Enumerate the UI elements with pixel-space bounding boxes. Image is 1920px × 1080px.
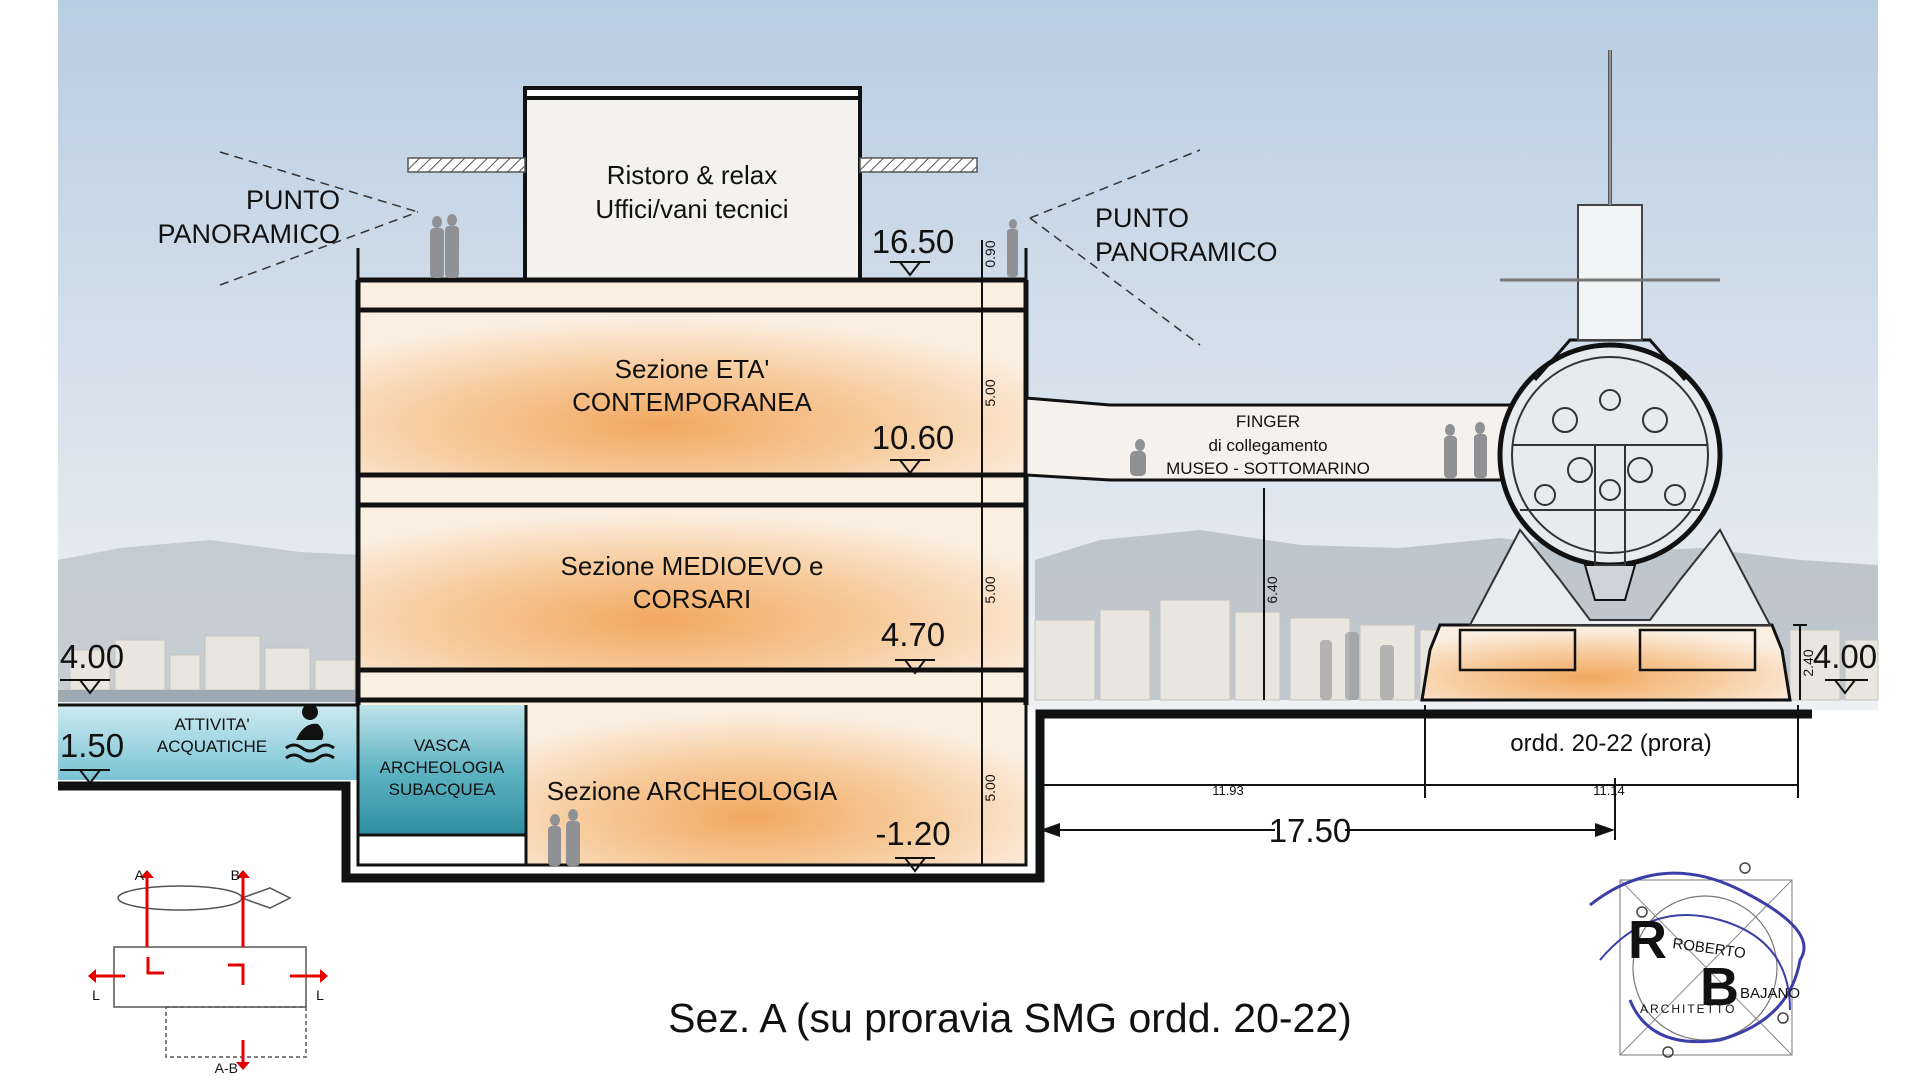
finger-label-1: FINGER [1236, 412, 1300, 431]
keyplan-marker-l-right: L [316, 987, 324, 1003]
dim-11-93: 11.93 [1212, 783, 1244, 798]
section-archeologia-label: Sezione ARCHEOLOGIA [547, 776, 838, 806]
water-level: 1.50 [60, 727, 124, 764]
logo-profession: ARCHITETTO [1640, 1002, 1736, 1016]
tank-label-2: ARCHEOLOGIA [380, 758, 505, 777]
viewpoint-right-label-2: PANORAMICO [1095, 237, 1278, 267]
underwater-tank [358, 705, 526, 835]
submarine-frames-label: ordd. 20-22 (prora) [1510, 730, 1711, 757]
drawing-title: Sez. A (su proravia SMG ordd. 20-22) [668, 995, 1352, 1041]
floor-fill-archeologia [526, 705, 1026, 865]
water-activity-label-1: ATTIVITA' [174, 715, 249, 734]
section-contemporanea-label-2: CONTEMPORANEA [572, 387, 812, 417]
floor-height-3: 5.00 [982, 774, 998, 801]
submarine-interior [1512, 389, 1708, 566]
rooftop-room-label-2: Uffici/vani tecnici [595, 194, 788, 224]
tank-label-1: VASCA [414, 736, 471, 755]
slab-band [358, 280, 1026, 310]
dim-17-50: 17.50 [1269, 812, 1352, 849]
submarine-hull [1497, 342, 1723, 568]
rooftop-room-label-1: Ristoro & relax [607, 160, 778, 190]
sight-lines [219, 149, 1201, 346]
parapet-height: 0.90 [982, 240, 998, 267]
level-contemporanea: 10.60 [872, 419, 955, 456]
vertical-dimension [975, 240, 1807, 866]
key-plan [88, 870, 328, 1070]
building-structure [355, 248, 1029, 865]
slab-band [358, 475, 1026, 505]
dim-arrowhead [1595, 823, 1615, 837]
horizontal-dimensions [1039, 705, 1799, 840]
floor-height-1: 5.00 [982, 379, 998, 406]
shoreline [58, 690, 368, 702]
keyplan-marker-b: B [231, 867, 240, 883]
logo-last-name: BAJANO [1740, 985, 1800, 1002]
roof-level: 16.50 [872, 223, 955, 260]
keyplan-marker-a: A [135, 867, 145, 883]
plinth-slot [1638, 628, 1757, 672]
viewpoint-left-label-1: PUNTO [246, 185, 340, 215]
section-medioevo-label-2: CORSARI [633, 584, 751, 614]
section-medioevo-label-1: Sezione MEDIOEVO e [561, 551, 824, 581]
finger-label-3: MUSEO - SOTTOMARINO [1166, 459, 1370, 478]
rooftop-cornice [523, 86, 862, 100]
keyplan-marker-l-left: L [92, 987, 100, 1003]
ground-lines [58, 709, 1812, 883]
canopy-right [859, 157, 978, 173]
submarine-sail [1577, 204, 1643, 341]
level-markers [60, 261, 1868, 873]
tank-label-3: SUBACQUEA [389, 780, 496, 799]
finger-height: 6.40 [1264, 576, 1280, 603]
ground-level-right: 4.00 [1813, 638, 1877, 675]
people-silhouettes [430, 214, 1487, 866]
viewpoint-left-label-2: PANORAMICO [157, 219, 340, 249]
floor-fill-contemporanea [358, 310, 1026, 475]
ground-level-left: 4.00 [60, 638, 124, 675]
submarine-cradle [1468, 528, 1772, 626]
submarine-keel [1583, 564, 1637, 601]
canopy-left [407, 157, 526, 173]
keyplan-marker-ab: A-B [215, 1060, 238, 1076]
floor-height-2: 5.00 [982, 576, 998, 603]
viewpoint-right-label-1: PUNTO [1095, 203, 1189, 233]
foundation-inner [356, 705, 1028, 867]
logo-initial-r: R [1628, 910, 1667, 970]
water-activity-label-2: ACQUATICHE [157, 737, 267, 756]
submarine-plinth [1420, 623, 1792, 702]
rooftop-room [523, 88, 862, 282]
architect-logo [1589, 862, 1806, 1058]
level-medioevo: 4.70 [881, 616, 945, 653]
finger-label-2: di collegamento [1208, 436, 1327, 455]
dim-arrowhead [1040, 823, 1060, 837]
floor-fill-medioevo [358, 505, 1026, 670]
dim-11-14: 11.14 [1593, 783, 1625, 798]
section-contemporanea-label-1: Sezione ETA' [615, 354, 770, 384]
submarine-hull-inner [1511, 356, 1709, 554]
level-archeologia: -1.20 [875, 815, 950, 852]
plinth-height: 2.40 [1800, 649, 1816, 676]
swimmer-icon [285, 704, 335, 763]
logo-initial-b: B [1700, 957, 1739, 1017]
plinth-slot [1458, 628, 1577, 672]
